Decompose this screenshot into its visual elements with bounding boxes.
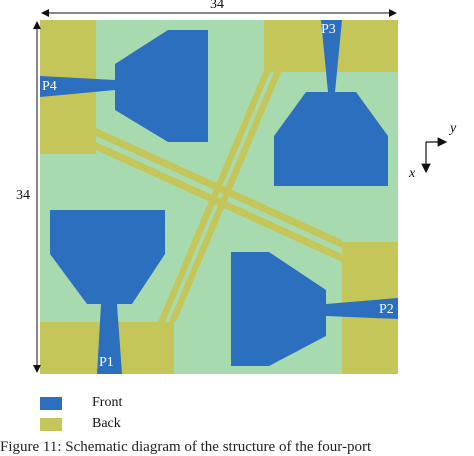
feed-p3: [321, 20, 342, 92]
port-label-p1: P1: [99, 355, 114, 370]
legend-label-back: Back: [92, 416, 121, 431]
patch-p1: [50, 210, 165, 304]
patch-p3: [274, 92, 388, 186]
front-layer: [40, 20, 398, 374]
port-label-p2: P2: [379, 302, 394, 317]
patch-p4: [115, 30, 208, 142]
dimension-left-label: 34: [16, 188, 30, 203]
feed-p4: [40, 76, 115, 97]
legend-item-front: Front: [40, 395, 122, 411]
port-label-p3: P3: [321, 22, 336, 37]
legend-item-back: Back: [40, 416, 121, 432]
axis-x-label: x: [409, 166, 416, 181]
back-line-d: [96, 142, 342, 262]
legend-swatch-front: [40, 396, 62, 410]
antenna-diagram: [33, 9, 448, 374]
back-line-b: [169, 70, 282, 322]
legend-label-front: Front: [92, 395, 123, 410]
back-line-c: [96, 128, 342, 248]
port-label-p4: P4: [42, 79, 57, 94]
legend-swatch-back: [40, 417, 62, 431]
feed-p2: [326, 298, 398, 319]
figure-caption: Figure 11: Schematic diagram of the stru…: [0, 439, 372, 455]
axis-y-label: y: [450, 121, 457, 136]
dimension-top-label: 34: [210, 0, 224, 12]
patch-p2: [231, 252, 326, 366]
feed-p1: [97, 304, 122, 374]
